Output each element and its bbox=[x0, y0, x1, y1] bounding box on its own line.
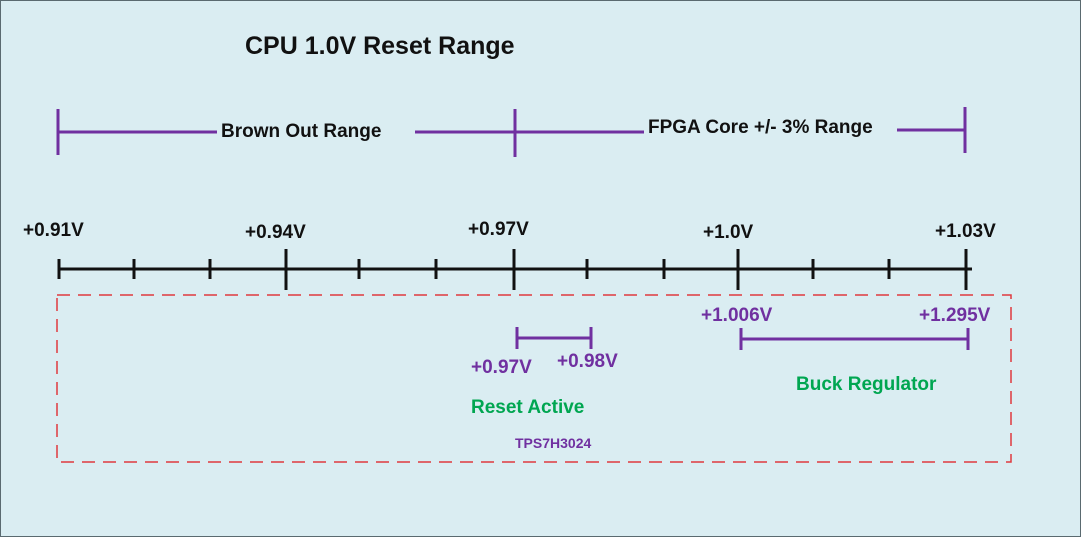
buck-regulator-bracket bbox=[739, 328, 970, 350]
fpga-core-range-label: FPGA Core +/- 3% Range bbox=[644, 117, 877, 139]
reset-high-label: +0.98V bbox=[557, 351, 618, 372]
reset-low-label: +0.97V bbox=[471, 357, 532, 378]
tick-label: +1.0V bbox=[703, 222, 754, 243]
reset-active-bracket bbox=[515, 327, 593, 349]
buck-regulator-label: Buck Regulator bbox=[796, 374, 937, 395]
page-title: CPU 1.0V Reset Range bbox=[245, 32, 515, 60]
chip-label: TPS7H3024 bbox=[515, 435, 592, 451]
dashed-region-box bbox=[56, 294, 1012, 463]
fpga-core-bracket bbox=[515, 107, 967, 153]
tick-label: +0.91V bbox=[23, 220, 84, 241]
reset-active-label: Reset Active bbox=[471, 397, 585, 418]
voltage-axis bbox=[57, 249, 972, 290]
tick-label: +0.97V bbox=[468, 219, 529, 240]
tick-label: +1.03V bbox=[935, 221, 996, 242]
buck-low-label: +1.006V bbox=[701, 305, 773, 326]
brown-out-bracket bbox=[56, 109, 517, 157]
brown-out-range-label: Brown Out Range bbox=[217, 121, 386, 143]
buck-high-label: +1.295V bbox=[919, 305, 991, 326]
tick-label: +0.94V bbox=[245, 222, 306, 243]
